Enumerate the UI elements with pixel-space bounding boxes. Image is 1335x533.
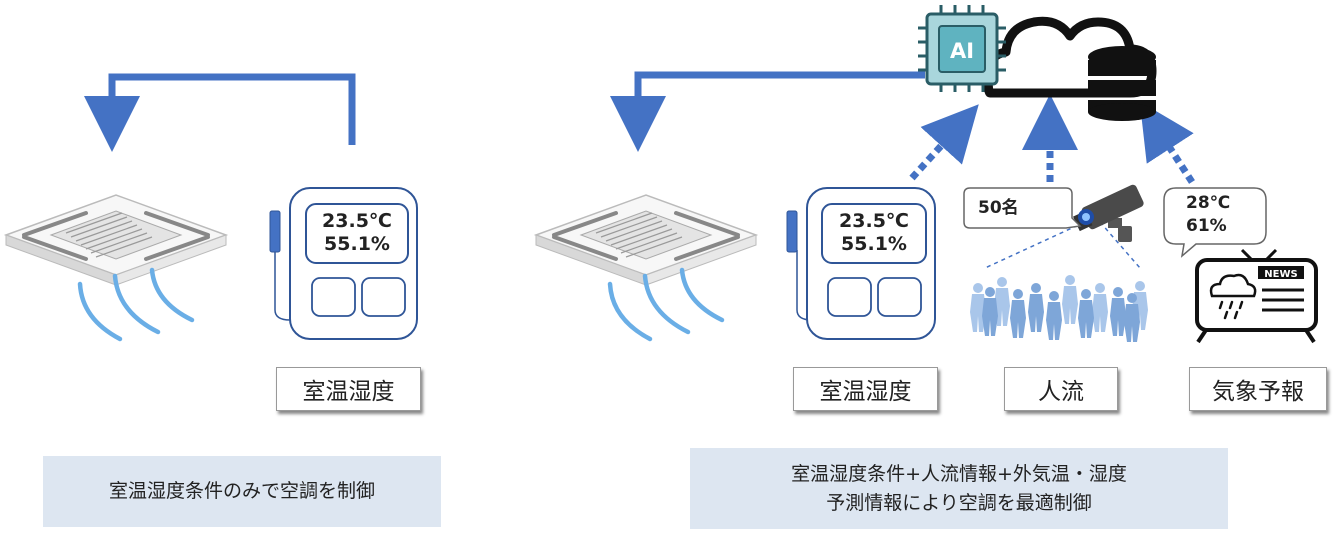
weather-bubble bbox=[1163, 187, 1267, 258]
news-tv-icon bbox=[1195, 248, 1318, 344]
crowd-icon bbox=[970, 221, 1148, 342]
weather-forecast-tag: 気象予報 bbox=[1189, 367, 1327, 411]
left-airflow bbox=[80, 270, 192, 339]
people-flow-tag: 人流 bbox=[1004, 367, 1118, 411]
right-sensor-readout: 23.5℃ 55.1% bbox=[822, 210, 926, 256]
camera-icon bbox=[1073, 184, 1144, 242]
left-sensor-humidity: 55.1% bbox=[324, 233, 390, 255]
right-caption-panel: 室温湿度条件+人流情報+外気温・湿度 予測情報により空調を最適制御 bbox=[690, 448, 1228, 529]
right-caption-line-2: 予測情報により空調を最適制御 bbox=[826, 491, 1092, 514]
right-ceiling-ac-unit bbox=[534, 193, 758, 287]
right-control-arrow bbox=[610, 71, 925, 152]
left-scenario bbox=[4, 73, 418, 340]
right-sensor-humidity: 55.1% bbox=[841, 233, 907, 255]
people-count-text: 50名 bbox=[978, 198, 1019, 218]
sensor-to-ai-arrow bbox=[909, 104, 979, 181]
left-sensor-readout: 23.5℃ 55.1% bbox=[306, 210, 408, 256]
right-caption-line-1: 室温湿度条件+人流情報+外気温・湿度 bbox=[791, 462, 1127, 485]
right-room-sensor-tag: 室温湿度 bbox=[793, 367, 938, 411]
people-count-bubble bbox=[963, 187, 1082, 229]
right-scenario: AI bbox=[534, 5, 1318, 344]
left-caption: 室温湿度条件のみで空調を制御 bbox=[108, 480, 375, 502]
weather-temperature: 28℃ bbox=[1186, 193, 1231, 213]
right-airflow bbox=[610, 270, 722, 339]
left-ceiling-ac-unit bbox=[4, 193, 228, 287]
right-sensor-temperature: 23.5℃ bbox=[839, 210, 909, 232]
database-icon bbox=[1088, 46, 1156, 121]
left-sensor-temperature: 23.5℃ bbox=[322, 210, 392, 232]
left-feedback-arrow bbox=[84, 73, 356, 152]
weather-humidity: 61% bbox=[1186, 216, 1227, 236]
ai-chip-label: AI bbox=[950, 39, 974, 63]
news-label: NEWS bbox=[1264, 269, 1297, 280]
weather-readout: 28℃ 61% bbox=[1186, 192, 1230, 238]
left-sensor bbox=[269, 187, 418, 340]
forecast-to-ai-arrow bbox=[1139, 101, 1195, 184]
left-room-sensor-tag: 室温湿度 bbox=[276, 367, 421, 411]
ai-chip-icon bbox=[918, 5, 1006, 92]
right-sensor bbox=[786, 187, 936, 340]
left-caption-panel: 室温湿度条件のみで空調を制御 bbox=[43, 456, 441, 527]
